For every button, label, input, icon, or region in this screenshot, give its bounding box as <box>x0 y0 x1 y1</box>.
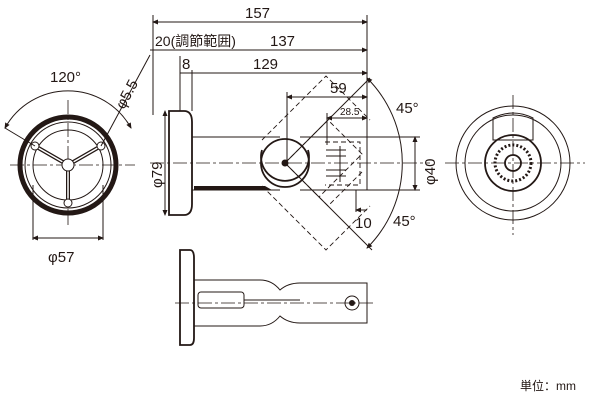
adjust-range-label: 20(調節範囲) <box>155 33 236 49</box>
length-28-5-label: 28.5 <box>340 107 360 118</box>
top-view <box>175 249 375 346</box>
overall-length-label: 157 <box>245 5 270 22</box>
hole-angle-label: 120° <box>50 69 81 86</box>
hole-diameter-label: φ5.5 <box>113 77 142 112</box>
length-137-label: 137 <box>270 33 295 50</box>
unit-label: 単位：mm <box>520 378 576 393</box>
flange-diameter-label: φ79 <box>149 162 166 188</box>
flange-thickness-label: 8 <box>182 56 190 73</box>
length-59-label: 59 <box>330 80 347 97</box>
side-view: 157 20(調節範囲) 137 8 129 59 28.5 45° 45° 1… <box>149 5 439 251</box>
angle-up-label: 45° <box>396 100 419 117</box>
angle-down-label: 45° <box>393 213 416 230</box>
pcd-label: φ57 <box>48 249 74 266</box>
length-129-label: 129 <box>253 56 278 73</box>
end-view <box>445 95 585 235</box>
offset-10-label: 10 <box>355 215 372 232</box>
front-view-flange: 120° φ5.5 φ57 <box>4 54 151 266</box>
tube-diameter-label: φ40 <box>422 159 439 185</box>
